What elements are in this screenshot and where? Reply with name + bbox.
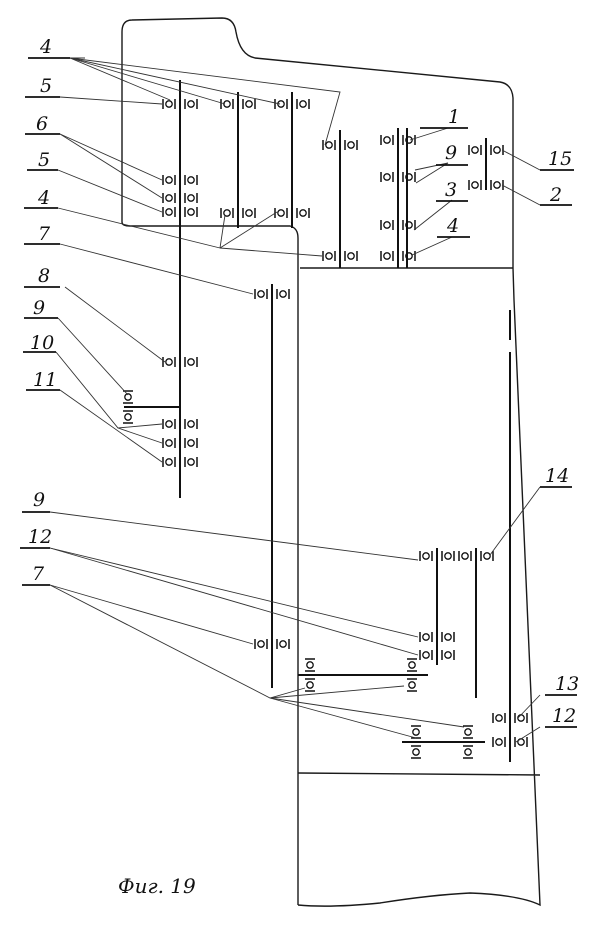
- bearing-symbol: [463, 725, 473, 739]
- bearing-symbol: [419, 650, 433, 660]
- bearing-symbol: [242, 99, 256, 109]
- bearing-symbol: [276, 639, 290, 649]
- bearing-symbol: [492, 713, 506, 723]
- bearing-symbol: [322, 251, 336, 261]
- bearing-symbol: [458, 551, 472, 561]
- bearing-symbol: [220, 208, 234, 218]
- bearing-symbol: [411, 725, 421, 739]
- bearing-symbol: [184, 207, 198, 217]
- bearing-symbol: [380, 172, 394, 182]
- bearing-symbol: [402, 172, 416, 182]
- bearing-symbol: [184, 175, 198, 185]
- label-14: 14: [545, 465, 569, 487]
- bearing-symbol: [322, 140, 336, 150]
- bearing-symbol: [468, 145, 482, 155]
- left-labels: 4 5 6 5 4 7 8 9 10 11 9 12 7: [20, 36, 70, 586]
- label-12: 12: [28, 526, 52, 548]
- bearing-symbol: [162, 175, 176, 185]
- bearing-symbol: [468, 180, 482, 190]
- bearing-symbol: [162, 193, 176, 203]
- label-6: 6: [36, 113, 48, 135]
- bearing-symbol: [490, 180, 504, 190]
- bearing-symbol: [441, 632, 455, 642]
- bearing-symbol: [242, 208, 256, 218]
- label-4: 4: [446, 215, 459, 237]
- label-11: 11: [33, 369, 57, 391]
- label-9: 9: [33, 489, 45, 511]
- bearing-symbol: [162, 419, 176, 429]
- right-labels: 1 9 3 4 15 2 14 13 12: [420, 106, 579, 728]
- bearing-symbol: [402, 220, 416, 230]
- bearing-symbol: [254, 289, 268, 299]
- bearing-symbol: [407, 658, 417, 672]
- bearing-symbol: [162, 207, 176, 217]
- label-1: 1: [448, 106, 460, 128]
- label-9: 9: [33, 297, 45, 319]
- bearing-symbol: [184, 99, 198, 109]
- label-7: 7: [38, 223, 51, 245]
- bearing-symbol: [184, 419, 198, 429]
- figure-caption: Фиг. 19: [118, 874, 196, 898]
- label-4: 4: [37, 187, 50, 209]
- bearing-symbol: [220, 99, 234, 109]
- bearing-symbol: [274, 99, 288, 109]
- bearing-symbol: [480, 551, 494, 561]
- bearing-symbol: [296, 99, 310, 109]
- bearing-symbol: [492, 737, 506, 747]
- label-12: 12: [552, 705, 576, 727]
- label-7: 7: [32, 563, 45, 585]
- bearing-symbol: [296, 208, 310, 218]
- bearing-symbol: [305, 658, 315, 672]
- bearing-symbol: [441, 650, 455, 660]
- shafts: [124, 80, 511, 762]
- bearing-symbol: [123, 390, 133, 404]
- bearing-symbol: [463, 745, 473, 759]
- bearing-symbol: [305, 678, 315, 692]
- bearing-symbol: [402, 251, 416, 261]
- label-8: 8: [38, 265, 50, 287]
- bearing-symbol: [274, 208, 288, 218]
- label-4: 4: [39, 36, 52, 58]
- bearing-symbol: [411, 745, 421, 759]
- bearing-symbol: [344, 140, 358, 150]
- label-13: 13: [555, 673, 579, 695]
- label-2: 2: [549, 184, 562, 206]
- label-5: 5: [38, 149, 50, 171]
- label-9: 9: [445, 142, 457, 164]
- label-5: 5: [40, 75, 52, 97]
- bearings: [123, 99, 528, 759]
- bearing-symbol: [380, 135, 394, 145]
- label-15: 15: [548, 148, 572, 170]
- bearing-symbol: [184, 357, 198, 367]
- bearing-symbol: [184, 457, 198, 467]
- bearing-symbol: [184, 438, 198, 448]
- leader-lines: [49, 57, 541, 743]
- bearing-symbol: [402, 135, 416, 145]
- bearing-symbol: [162, 357, 176, 367]
- bearing-symbol: [441, 551, 455, 561]
- bearing-symbol: [490, 145, 504, 155]
- bearing-symbol: [276, 289, 290, 299]
- bearing-symbol: [162, 438, 176, 448]
- housing-lower-outline: [297, 267, 541, 907]
- bearing-symbol: [162, 99, 176, 109]
- bearing-symbol: [419, 632, 433, 642]
- bearing-symbol: [254, 639, 268, 649]
- label-3: 3: [445, 179, 457, 201]
- bearing-symbol: [419, 551, 433, 561]
- bearing-symbol: [184, 193, 198, 203]
- bearing-symbol: [380, 220, 394, 230]
- bearing-symbol: [344, 251, 358, 261]
- bearing-symbol: [162, 457, 176, 467]
- label-10: 10: [30, 332, 54, 354]
- bearing-symbol: [407, 678, 417, 692]
- bearing-symbol: [380, 251, 394, 261]
- bearing-symbol: [123, 410, 133, 424]
